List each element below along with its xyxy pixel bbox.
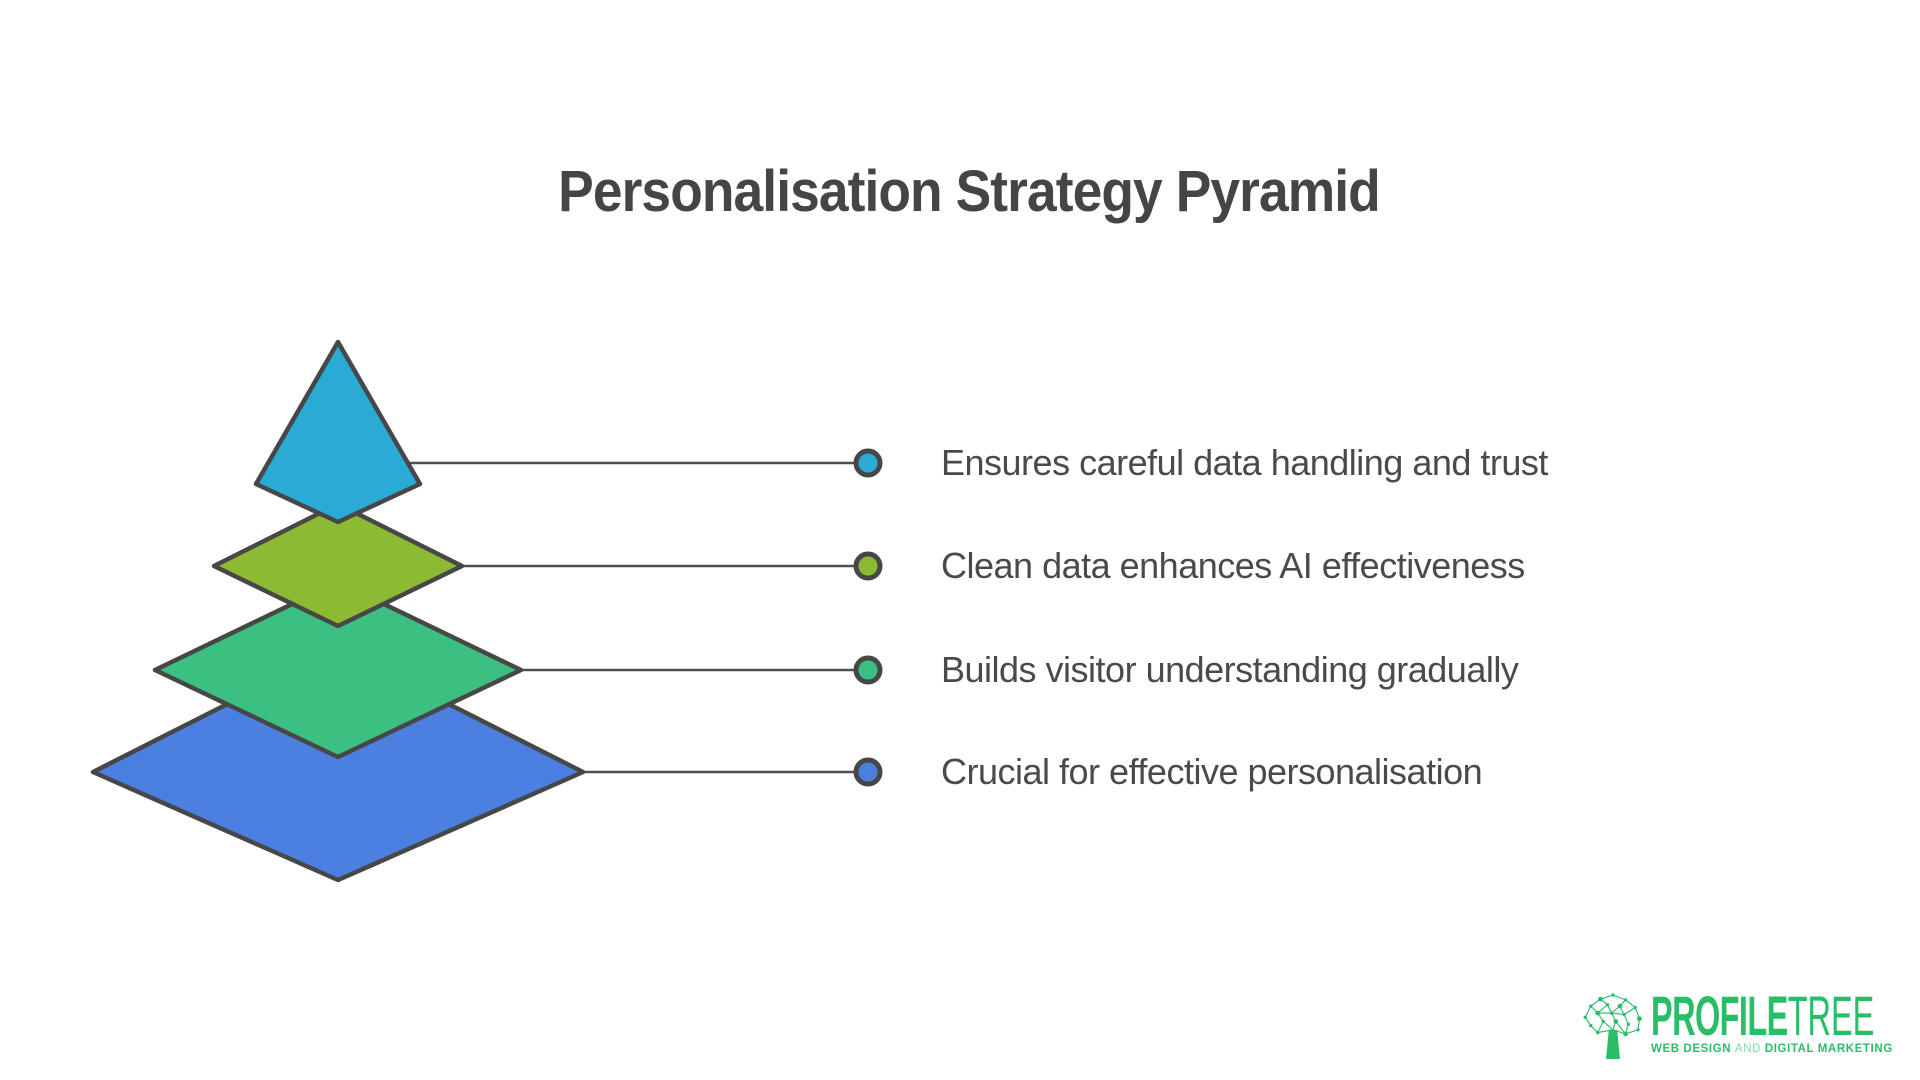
logo-wordmark-light: TREE [1787, 984, 1875, 1047]
bullet-dot-4 [853, 757, 883, 787]
logo-tagline: WEB DESIGN AND DIGITAL MARKETING [1651, 1043, 1920, 1055]
page-title: Personalisation Strategy Pyramid [558, 159, 1381, 224]
pyramid-layer-3 [152, 579, 524, 760]
tagline-digital-marketing: DIGITAL MARKETING [1764, 1043, 1893, 1055]
network-tree-icon [1583, 993, 1642, 1059]
logo-wordmark: PROFILETREE [1651, 988, 1874, 1044]
layer-label-3: Builds visitor understanding gradually [941, 649, 1519, 690]
layer-label-1: Ensures careful data handling and trust [941, 442, 1548, 483]
pyramid-layer-1-top [253, 339, 423, 525]
bullet-dot-2 [853, 551, 883, 581]
pyramid-layer-4 [90, 645, 586, 883]
bullet-dot-1 [853, 448, 883, 478]
pyramid-layer-2 [211, 501, 465, 629]
logo-wordmark-bold: PROFILE [1651, 984, 1788, 1047]
tagline-web-design: WEB DESIGN [1651, 1043, 1732, 1055]
profiletree-logo: PROFILETREE WEB DESIGN AND DIGITAL MARKE… [1581, 988, 1920, 1064]
logo-text: PROFILETREE WEB DESIGN AND DIGITAL MARKE… [1651, 988, 1920, 1056]
bullet-dot-3 [853, 655, 883, 685]
layer-label-2: Clean data enhances AI effectiveness [941, 545, 1525, 586]
layer-label-4: Crucial for effective personalisation [941, 751, 1483, 792]
tagline-and: AND [1734, 1043, 1762, 1055]
